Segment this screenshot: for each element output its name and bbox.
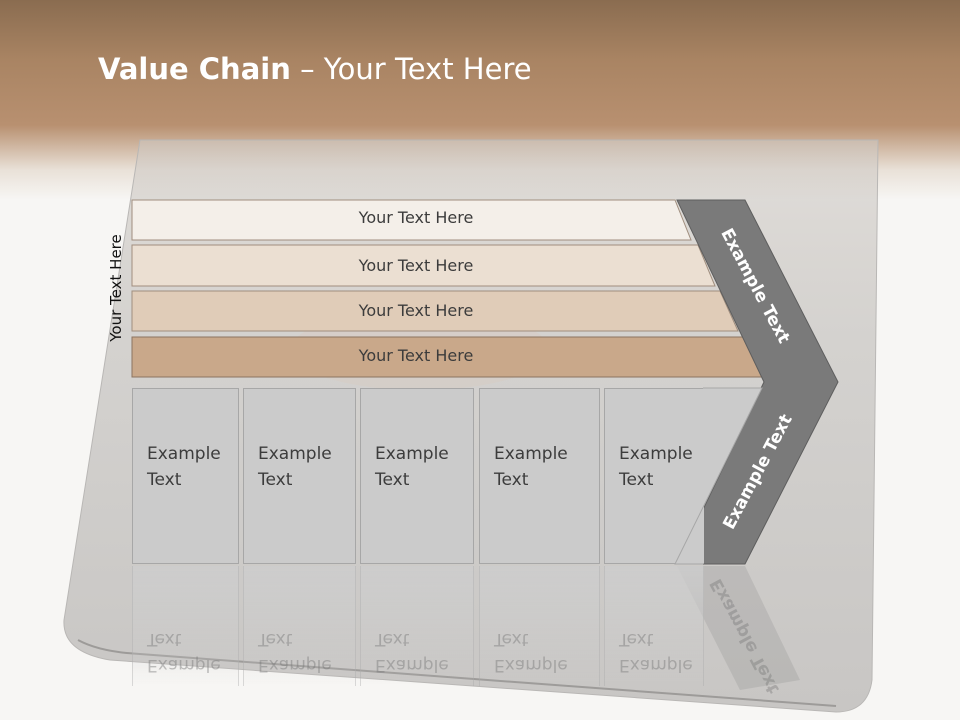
slide-title: Value Chain – Your Text Here — [98, 52, 532, 86]
title-bold: Value Chain — [98, 52, 291, 86]
bar-1-label: Your Text Here — [358, 208, 474, 227]
chevron-reflection — [677, 566, 800, 690]
chevron-arrow-shape — [676, 199, 839, 565]
bar-1-shape — [131, 199, 692, 241]
bar-3-shape — [131, 290, 739, 332]
bar-3-label: Your Text Here — [358, 301, 474, 320]
bar-2-shape — [131, 244, 716, 287]
bar-2-label: Your Text Here — [358, 256, 474, 275]
title-rest: – Your Text Here — [290, 52, 532, 86]
bar-4-label: Your Text Here — [358, 346, 474, 365]
